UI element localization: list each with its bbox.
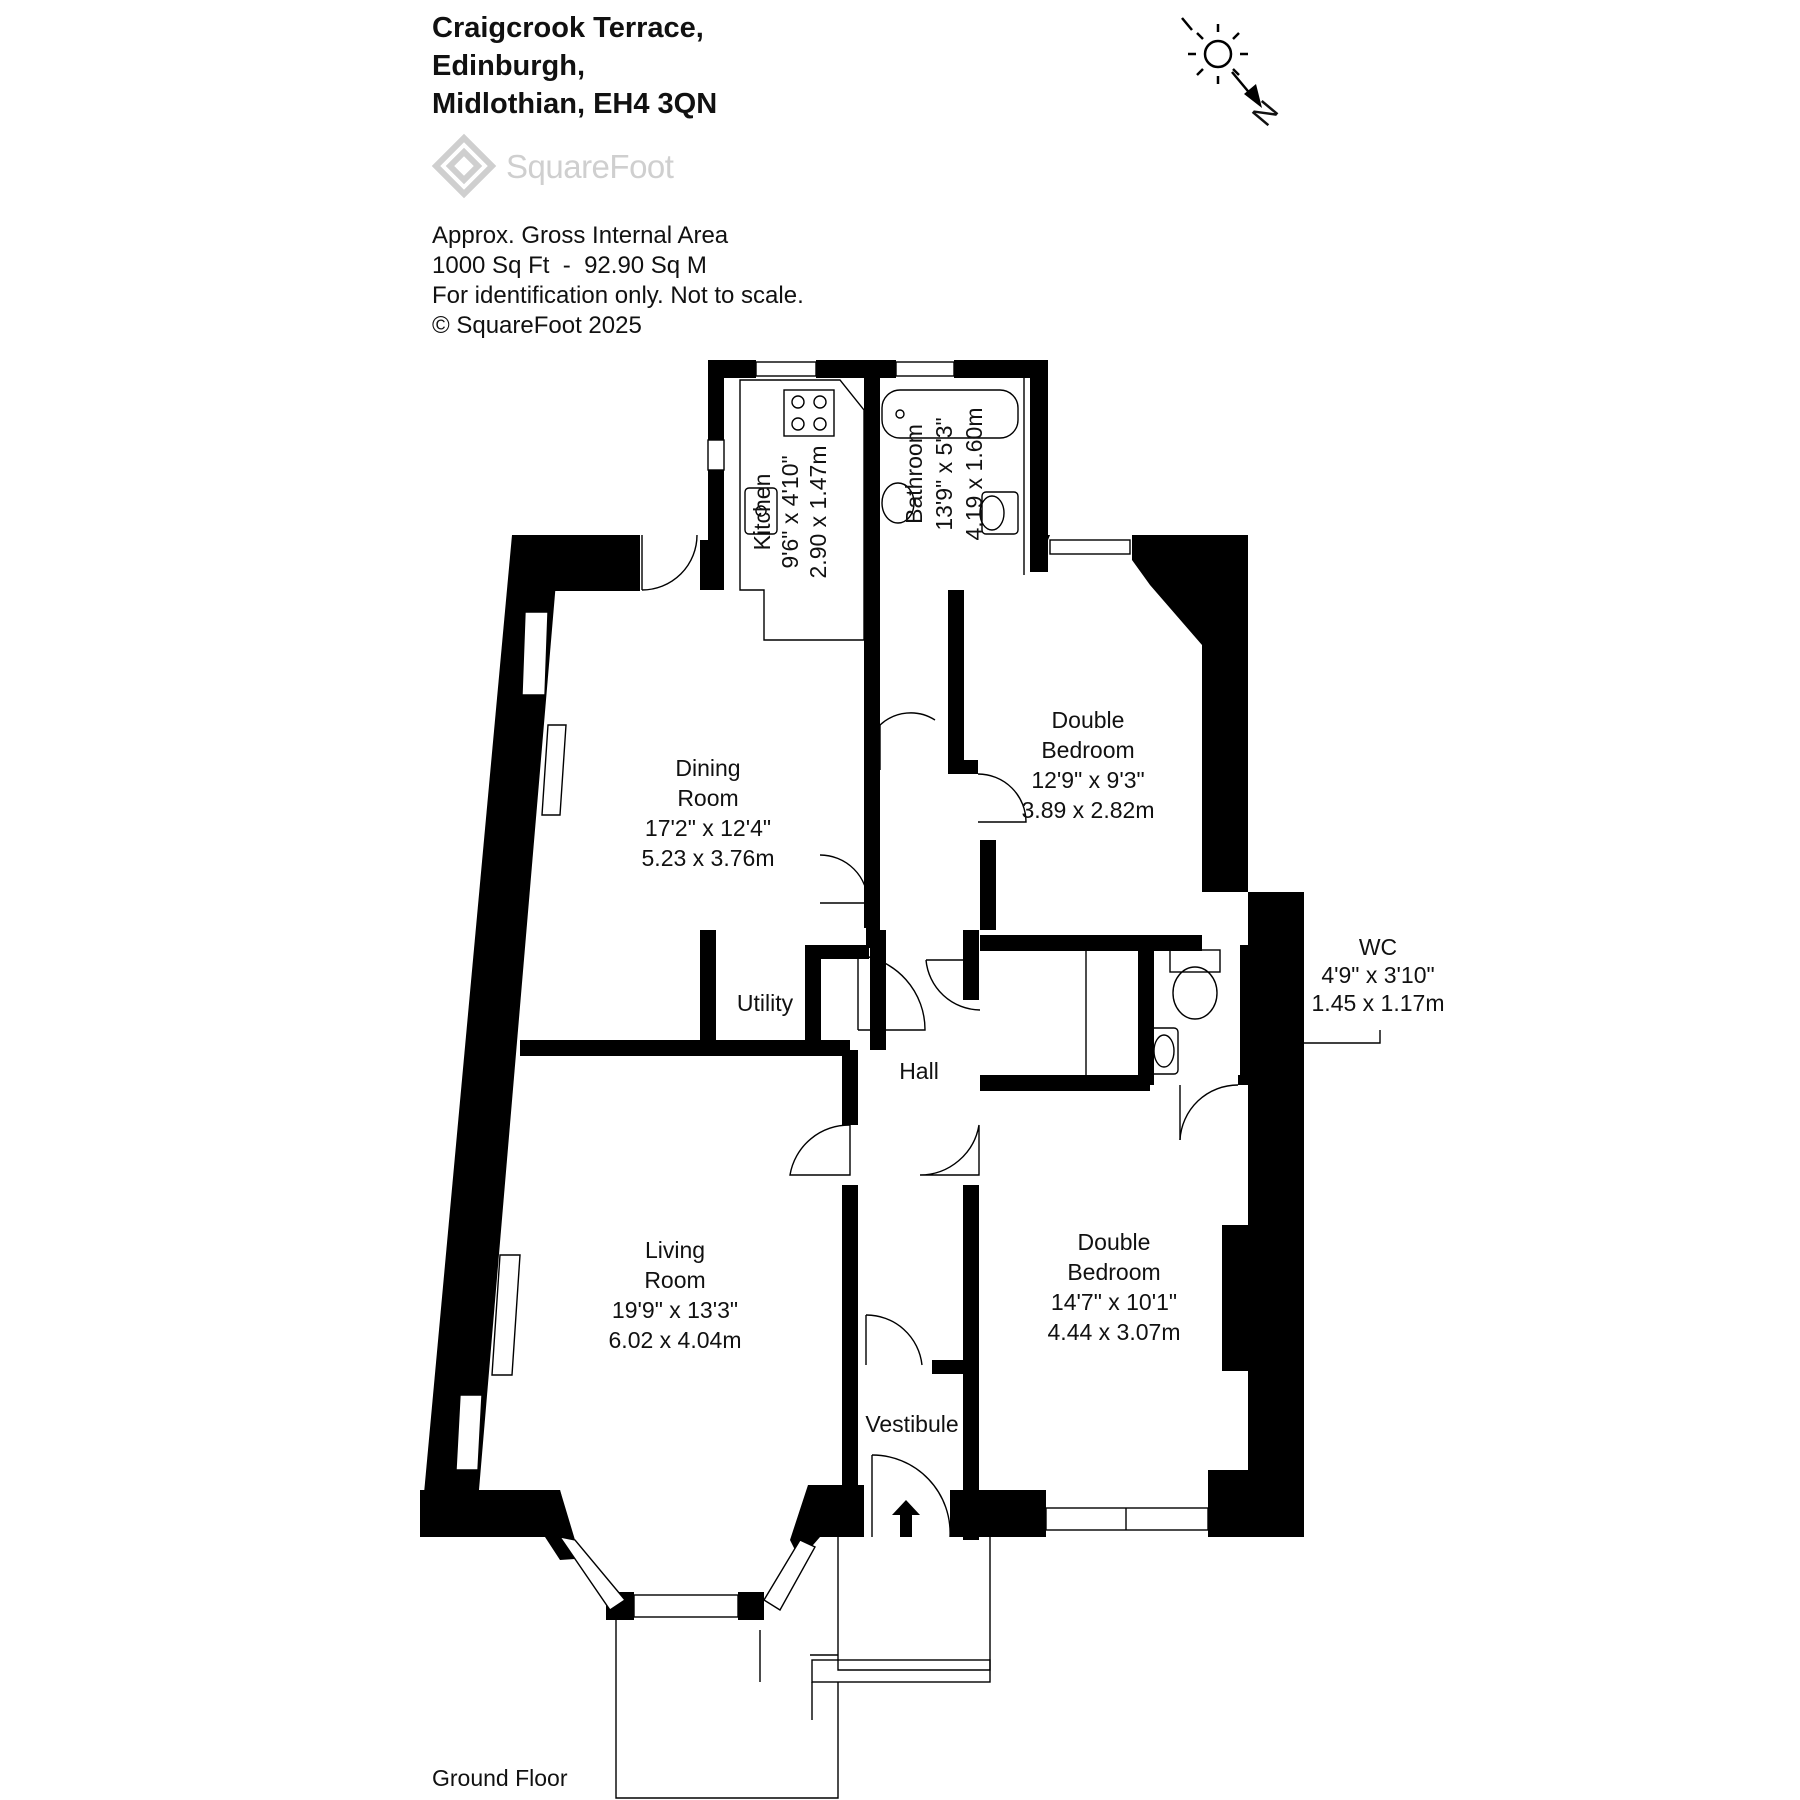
bedroom2-imperial: 14'7" x 10'1" — [1051, 1289, 1177, 1315]
dining-imperial: 17'2" x 12'4" — [645, 815, 771, 841]
outer-walls — [420, 360, 1304, 1620]
bathroom-metric: 4.19 x 1.60m — [961, 408, 987, 541]
windows — [455, 361, 1209, 1531]
copyright: © SquareFoot 2025 — [432, 312, 642, 339]
brand-name: SquareFoot — [506, 148, 674, 185]
room-labels: Kitchen 9'6" x 4'10" 2.90 x 1.47m Bathro… — [432, 408, 1444, 1791]
dining-metric: 5.23 x 3.76m — [642, 845, 775, 871]
dining-name-2: Room — [677, 785, 738, 811]
vestibule-name: Vestibule — [865, 1411, 958, 1437]
bedroom2-metric: 4.44 x 3.07m — [1048, 1319, 1181, 1345]
dining-name-1: Dining — [675, 755, 740, 781]
area-heading: Approx. Gross Internal Area — [432, 222, 729, 249]
address-line-3: Midlothian, EH4 3QN — [432, 88, 718, 120]
bedroom1-name-2: Bedroom — [1041, 737, 1134, 763]
wc-metric: 1.45 x 1.17m — [1312, 990, 1445, 1016]
wc-name: WC — [1359, 934, 1397, 960]
bedroom2-name-1: Double — [1078, 1229, 1151, 1255]
area-value: 1000 Sq Ft - 92.90 Sq M — [432, 252, 707, 279]
bedroom1-imperial: 12'9" x 9'3" — [1031, 767, 1144, 793]
front-path — [615, 1537, 991, 1799]
hall-name: Hall — [899, 1058, 939, 1084]
squarefoot-logo: SquareFoot — [431, 133, 674, 199]
bay-windows — [558, 1535, 816, 1618]
disclaimer: For identification only. Not to scale. — [432, 282, 804, 309]
floor-label: Ground Floor — [432, 1765, 568, 1791]
address-line-1: Craigcrook Terrace, — [432, 12, 704, 44]
kitchen-imperial: 9'6" x 4'10" — [777, 455, 803, 568]
entrance-arrow-icon — [892, 1500, 920, 1537]
fixtures — [739, 378, 1381, 1075]
kitchen-name: Kitchen — [749, 474, 775, 551]
living-name-2: Room — [644, 1267, 705, 1293]
interior-walls — [520, 378, 1252, 1540]
sun-compass-icon: N — [1181, 17, 1285, 132]
wc-imperial: 4'9" x 3'10" — [1321, 962, 1434, 988]
living-metric: 6.02 x 4.04m — [609, 1327, 742, 1353]
living-imperial: 19'9" x 13'3" — [612, 1297, 738, 1323]
address-line-2: Edinburgh, — [432, 50, 586, 82]
bathroom-imperial: 13'9" x 5'3" — [931, 417, 957, 530]
living-name-1: Living — [645, 1237, 705, 1263]
bedroom1-name-1: Double — [1052, 707, 1125, 733]
bedroom1-metric: 3.89 x 2.82m — [1022, 797, 1155, 823]
doors — [641, 534, 1239, 1538]
bedroom2-name-2: Bedroom — [1067, 1259, 1160, 1285]
bathroom-name: Bathroom — [901, 424, 927, 524]
kitchen-metric: 2.90 x 1.47m — [805, 446, 831, 579]
utility-name: Utility — [737, 990, 794, 1016]
